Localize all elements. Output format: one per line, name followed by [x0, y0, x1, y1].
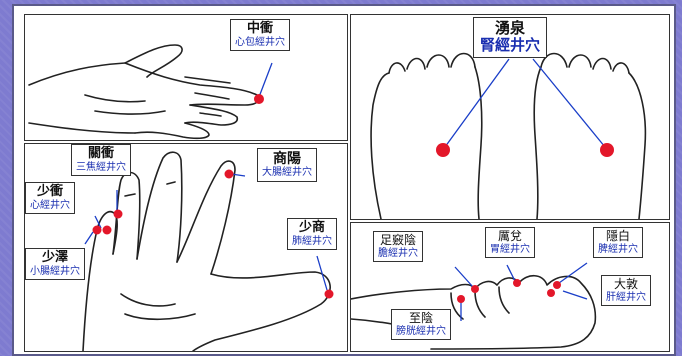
palm-illustration: [28, 44, 273, 140]
guanchong-label: 關衝 三焦經井穴: [71, 144, 131, 177]
sole-label: 湧泉 腎經井穴: [473, 17, 548, 58]
shaoze-point: [102, 225, 112, 235]
meridian-name: 膀胱經井穴: [396, 325, 446, 337]
dadun-point: [547, 289, 555, 297]
meridian-name: 小腸經井穴: [30, 265, 80, 277]
zhiyin-label: 至陰 膀胱經井穴: [391, 309, 451, 341]
shangyang-label: 商陽 大腸經井穴: [257, 148, 317, 182]
shaochong-point: [92, 225, 102, 235]
point-name: 中衝: [246, 21, 273, 36]
dadun-label: 大敦 肝經井穴: [601, 275, 651, 307]
guanchong-point: [113, 209, 123, 219]
zhongchong-point: [254, 94, 264, 104]
point-name: 少商: [298, 220, 325, 235]
point-name: 少衝: [36, 184, 63, 199]
shaoze-label: 少澤 小腸經井穴: [25, 248, 85, 281]
zhiyin-point: [457, 295, 465, 303]
zuqiaoyin-point: [471, 285, 479, 293]
point-name: 厲兌: [497, 229, 522, 243]
sole-illustration: [370, 52, 647, 219]
palm-label: 中衝 心包經井穴: [230, 19, 290, 52]
meridian-name: 大腸經井穴: [262, 167, 312, 179]
shaoshang-label: 少商 肺經井穴: [287, 218, 337, 251]
meridian-name: 膽經井穴: [378, 247, 418, 259]
acupoint-chart: 中衝 心包經井穴 湧泉 腎經井穴: [12, 4, 676, 356]
lidui-label: 厲兌 胃經井穴: [485, 227, 535, 259]
meridian-name: 肝經井穴: [606, 291, 646, 303]
meridian-name: 脾經井穴: [598, 243, 638, 255]
point-name: 關衝: [87, 146, 114, 161]
meridian-name: 胃經井穴: [490, 243, 530, 255]
foot-side-illustration: [351, 262, 597, 350]
shaochong-label: 少衝 心經井穴: [25, 182, 75, 215]
meridian-name: 三焦經井穴: [76, 161, 126, 173]
point-name: 商陽: [273, 151, 301, 167]
yinbai-point: [553, 281, 561, 289]
yinbai-label: 隱白 脾經井穴: [593, 227, 643, 259]
lidui-point: [513, 279, 521, 287]
sole-panel: 湧泉 腎經井穴: [350, 14, 670, 220]
meridian-name: 腎經井穴: [480, 36, 541, 55]
point-name: 少澤: [41, 250, 68, 265]
point-name: 足竅陰: [379, 233, 416, 247]
yongquan-right-point: [600, 143, 614, 157]
hand-back-panel: 關衝 三焦經井穴 少衝 心經井穴 少澤 小腸經井穴 商陽 大腸經井穴 少商 肺經…: [24, 143, 348, 352]
palm-panel: 中衝 心包經井穴: [24, 14, 348, 141]
zuqiaoyin-label: 足竅陰 膽經井穴: [373, 231, 423, 263]
yongquan-left-point: [436, 143, 450, 157]
foot-side-panel: 足竅陰 膽經井穴 厲兌 胃經井穴 隱白 脾經井穴 大敦 肝經井穴 至陰 膀胱經井…: [350, 222, 670, 352]
point-name: 至陰: [408, 311, 433, 325]
meridian-name: 心包經井穴: [235, 36, 285, 48]
shangyang-point: [224, 169, 234, 179]
shaoshang-point: [324, 289, 334, 299]
meridian-name: 肺經井穴: [292, 235, 332, 247]
point-name: 隱白: [605, 229, 630, 243]
point-name: 湧泉: [495, 19, 526, 37]
point-name: 大敦: [613, 277, 638, 291]
meridian-name: 心經井穴: [30, 199, 70, 211]
